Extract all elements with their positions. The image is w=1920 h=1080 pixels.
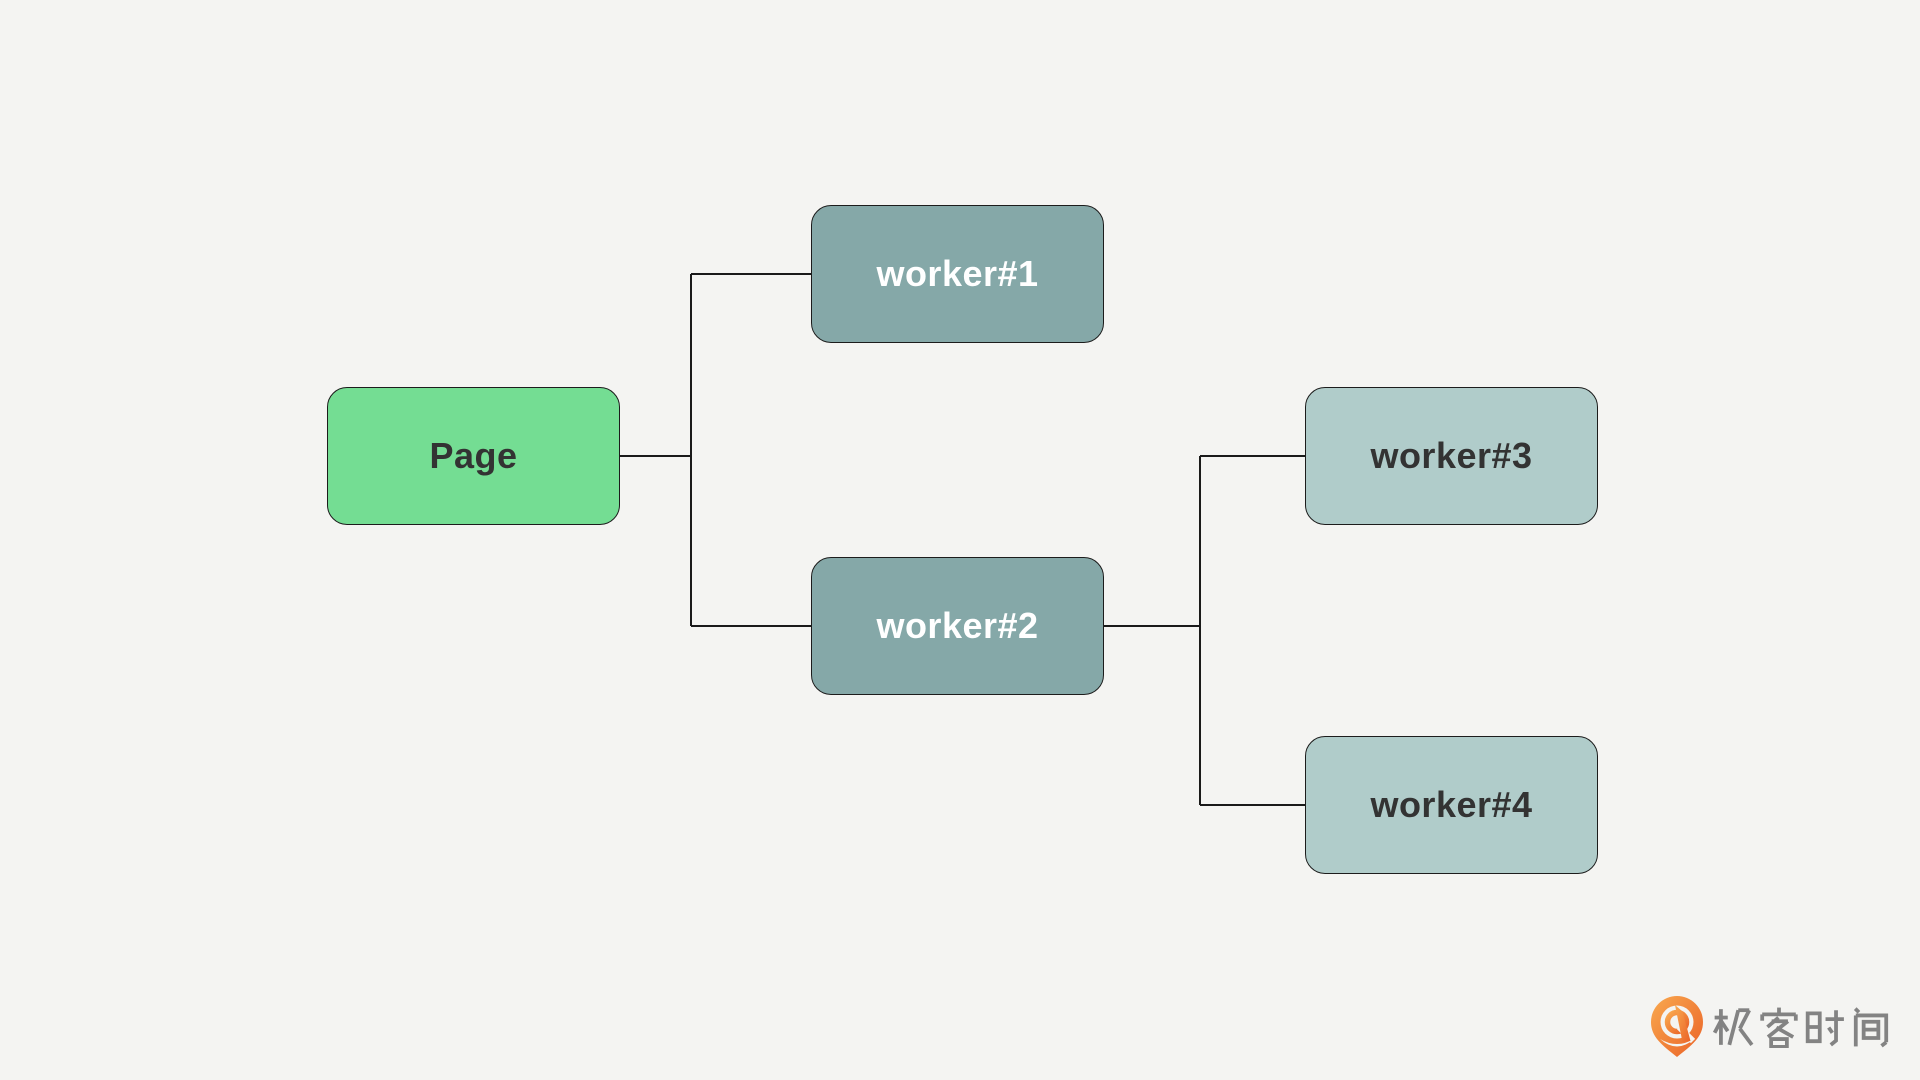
node-label: Page (429, 435, 518, 476)
node-worker3: worker#3 (1305, 387, 1598, 525)
node-label: worker#4 (1370, 784, 1533, 825)
node-page: Page (327, 387, 620, 525)
node-label: worker#1 (876, 253, 1039, 294)
node-label: worker#3 (1370, 435, 1533, 476)
node-label: worker#2 (876, 605, 1039, 646)
glyph-jian (1853, 1007, 1889, 1048)
glyph-ke (1760, 1007, 1798, 1048)
node-worker4: worker#4 (1305, 736, 1598, 874)
node-worker1: worker#1 (811, 205, 1104, 343)
brand-logo: 极客时间 (1649, 996, 1892, 1058)
glyph-shi (1805, 1010, 1844, 1047)
logo-text-glyphs (1712, 1006, 1892, 1048)
node-worker2: worker#2 (811, 557, 1104, 695)
glyph-ji (1712, 1008, 1754, 1046)
geektime-pin-icon (1651, 996, 1703, 1057)
